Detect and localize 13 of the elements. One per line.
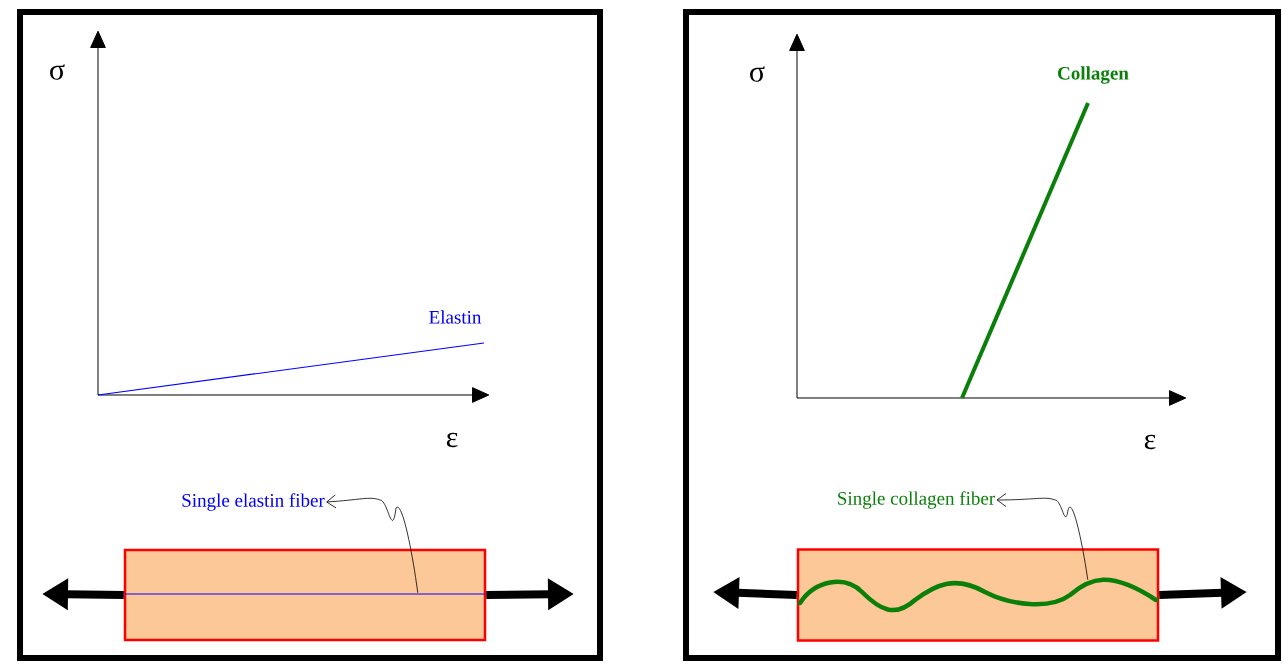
fiber-label: Single collagen fiber xyxy=(838,491,995,509)
leader-line xyxy=(996,493,1089,581)
leader-line xyxy=(326,494,419,594)
tissue-box xyxy=(796,548,1160,642)
axis-label: σ xyxy=(750,66,765,82)
fiber-label: Single elastin fiber xyxy=(182,493,325,511)
tissue-box xyxy=(123,548,487,642)
fiber xyxy=(797,577,1159,613)
curve-label: Collagen xyxy=(1058,66,1129,84)
axis-label: ε xyxy=(1144,434,1156,450)
axis-label: ε xyxy=(446,432,458,448)
curve-label: Elastin xyxy=(429,310,482,324)
axis-label: σ xyxy=(50,64,65,80)
